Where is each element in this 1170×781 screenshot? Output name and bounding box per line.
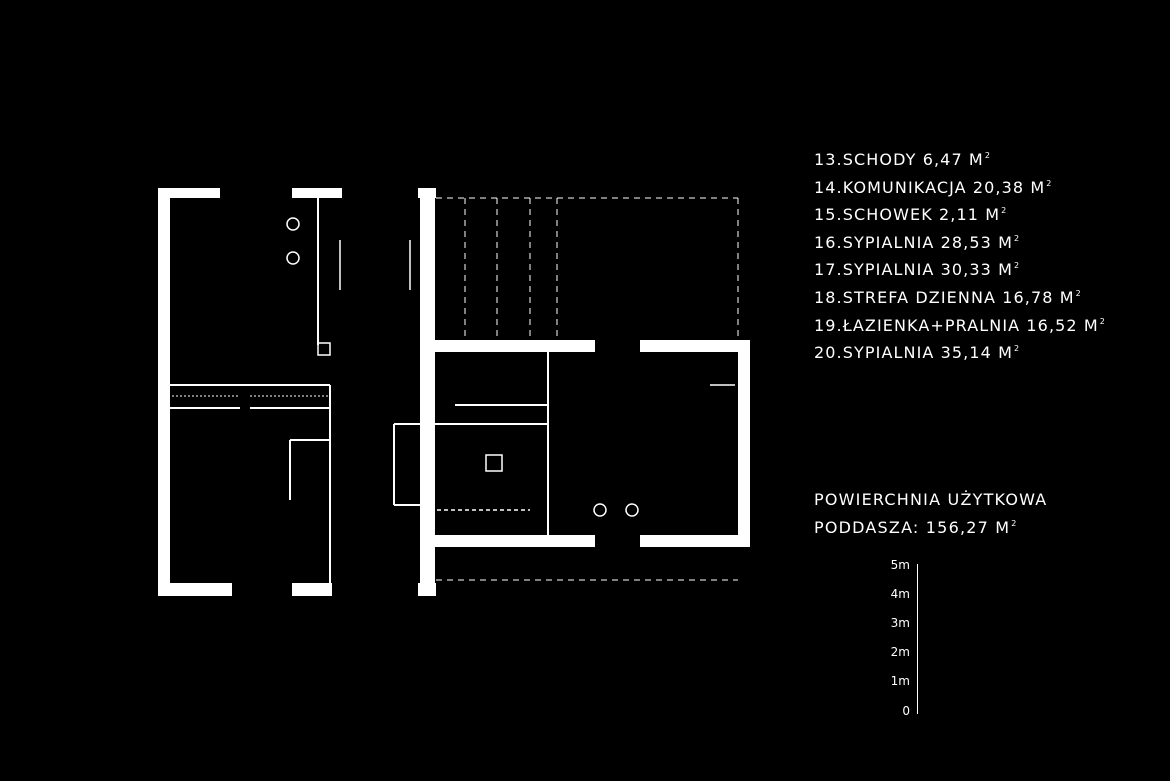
scale-tick-label: 2m xyxy=(890,645,910,659)
total-area: POWIERCHNIA UŻYTKOWA PODDASZA: 156,27 M2 xyxy=(814,488,1047,540)
scale-tick-label: 5m xyxy=(890,558,910,572)
fixtures xyxy=(286,217,735,517)
scale-tick-label: 1m xyxy=(890,674,910,688)
exterior-walls xyxy=(158,188,750,596)
scale-line xyxy=(917,564,918,714)
stairs-dashed xyxy=(436,197,739,581)
legend-item: 18.STREFA DZIENNA 16,78 M2 xyxy=(814,287,1082,307)
interior-walls xyxy=(170,198,549,583)
scale-tick-label: 0 xyxy=(902,704,910,718)
legend-item: 15.SCHOWEK 2,11 M2 xyxy=(814,205,1008,225)
legend-item: 13.SCHODY 6,47 M2 xyxy=(814,150,992,169)
legend-item: 14.KOMUNIKACJA 20,38 M2 xyxy=(814,177,1053,197)
total-area-value: PODDASZA: 156,27 M2 xyxy=(814,518,1018,537)
legend-item: 20.SYPIALNIA 35,14 M2 xyxy=(814,343,1021,363)
room-area-legend: 13.SCHODY 6,47 M2 14.KOMUNIKACJA 20,38 M… xyxy=(814,144,1106,365)
scale-tick-label: 4m xyxy=(890,587,910,601)
legend-item: 19.ŁAZIENKA+PRALNIA 16,52 M2 xyxy=(814,315,1106,335)
total-area-title: POWIERCHNIA UŻYTKOWA xyxy=(814,490,1048,509)
scale-bar: 5m 4m 3m 2m 1m 0 xyxy=(870,558,930,718)
legend-item: 16.SYPIALNIA 28,53 M2 xyxy=(814,232,1021,252)
legend-item: 17.SYPIALNIA 30,33 M2 xyxy=(814,260,1021,280)
scale-tick-label: 3m xyxy=(890,616,910,630)
